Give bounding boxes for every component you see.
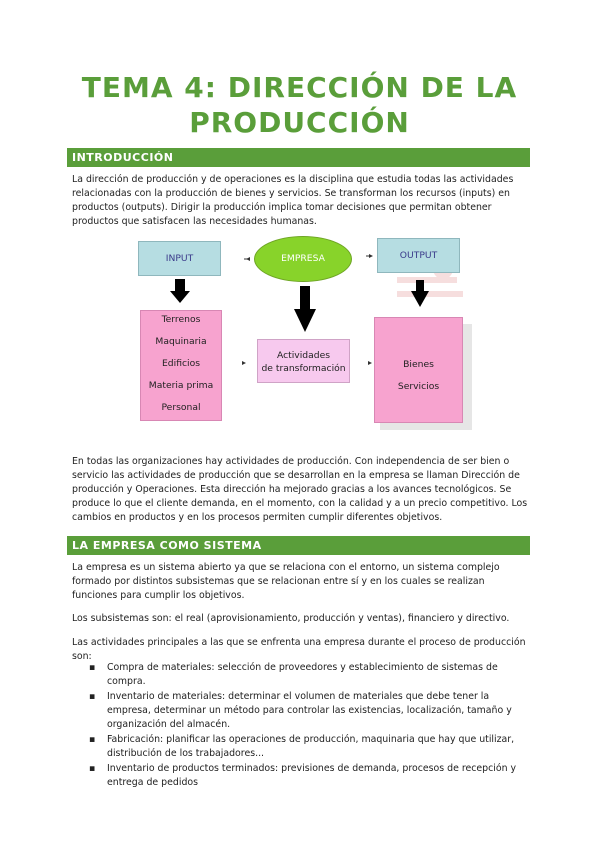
- section-heading-empresa-sistema: LA EMPRESA COMO SISTEMA: [67, 536, 530, 555]
- activities-label-line1: Actividades: [276, 350, 331, 361]
- empresa-ellipse: EMPRESA: [254, 236, 352, 282]
- intro-paragraph-1: La dirección de producción y de operacio…: [72, 174, 514, 227]
- product-item: Bienes: [403, 359, 434, 370]
- resource-item: Terrenos: [161, 314, 201, 325]
- list-item: ▪Inventario de productos terminados: pre…: [89, 763, 517, 788]
- arrow-empresa-to-output: [366, 254, 373, 258]
- resource-item: Maquinaria: [155, 336, 207, 347]
- resource-item: Materia prima: [148, 380, 214, 391]
- products-box: Bienes Servicios: [374, 317, 463, 423]
- resources-box: Terrenos Maquinaria Edificios Materia pr…: [140, 310, 222, 421]
- product-item: Servicios: [397, 381, 440, 392]
- sistema-paragraph-2: Los subsistemas son: el real (aprovision…: [72, 613, 510, 624]
- list-item: ▪Fabricación: planificar las operaciones…: [89, 734, 515, 759]
- down-arrow-input: [170, 279, 190, 303]
- output-box: OUTPUT: [377, 238, 460, 273]
- activities-list: ▪Compra de materiales: selección de prov…: [72, 661, 532, 791]
- list-item: ▪Inventario de materiales: determinar el…: [89, 691, 512, 730]
- input-box: INPUT: [138, 241, 221, 276]
- page-title: TEMA 4: DIRECCIÓN DE LA PRODUCCIÓN: [81, 71, 518, 139]
- activities-box: Actividades de transformación: [257, 339, 350, 383]
- intro-paragraph-2: En todas las organizaciones hay activida…: [72, 456, 528, 523]
- arrow-activities-to-products: [368, 361, 372, 365]
- resource-item: Personal: [161, 402, 201, 413]
- resource-item: Edificios: [162, 358, 200, 369]
- bullet-icon: ▪: [89, 662, 96, 673]
- bullet-icon: ▪: [89, 691, 96, 702]
- list-item: ▪Compra de materiales: selección de prov…: [89, 662, 498, 687]
- sistema-paragraph-3: Las actividades principales a las que se…: [72, 637, 526, 662]
- section-heading-introduccion: INTRODUCCIÓN: [67, 148, 530, 167]
- bullet-icon: ▪: [89, 734, 96, 745]
- activities-label-line2: de transformación: [261, 363, 346, 374]
- bullet-icon: ▪: [89, 763, 96, 774]
- sistema-paragraph-1: La empresa es un sistema abierto ya que …: [72, 562, 500, 601]
- arrow-input-to-empresa: [244, 257, 250, 261]
- down-arrow-empresa: [294, 286, 316, 332]
- arrow-resources-to-activities: [242, 361, 246, 365]
